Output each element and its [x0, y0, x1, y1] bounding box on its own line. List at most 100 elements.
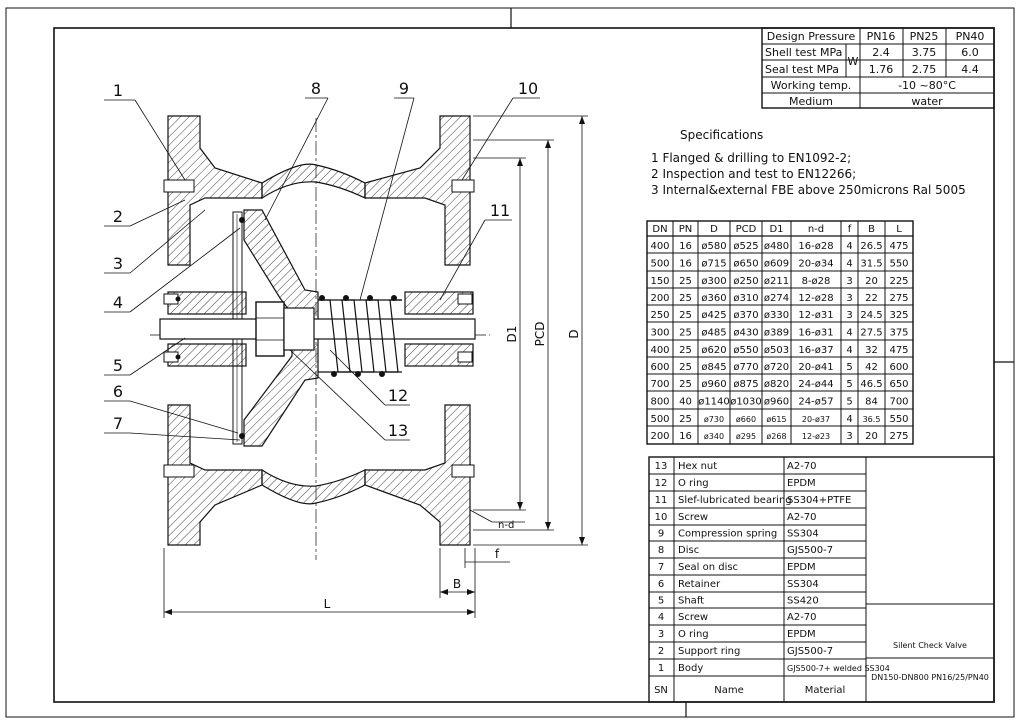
bearing-block-upper	[404, 291, 474, 315]
balloon-2: 2	[113, 207, 123, 226]
dim-table-cell: 24-ø44	[798, 379, 833, 390]
parts-row-sn: 11	[655, 495, 668, 506]
dim-table-cell: 500	[650, 414, 669, 425]
dim-table-cell: 20	[865, 276, 878, 287]
specifications-block: Specifications 1 Flanged & drilling to E…	[651, 128, 966, 197]
parts-row-sn: 8	[658, 545, 664, 556]
parts-row-name: Screw	[678, 612, 708, 623]
parts-row-name: Shaft	[678, 596, 704, 607]
dim-table-cell: 25	[679, 276, 692, 287]
sheet-frame	[5, 7, 1015, 718]
pressure-table: Design Pressure PN16 PN25 PN40 Shell tes…	[761, 27, 995, 109]
dim-table-cell: ø845	[701, 362, 726, 373]
balloon-12: 12	[388, 386, 408, 405]
dim-table-cell: 20-ø37	[802, 415, 830, 424]
body-bottom-wall	[261, 468, 366, 505]
dim-table-cell: 4	[846, 345, 852, 356]
dim-table-cell: 22	[865, 293, 878, 304]
parts-row-sn: 12	[655, 478, 668, 489]
dim-table-cell: ø609	[764, 259, 789, 270]
parts-row-material: EPDM	[787, 562, 816, 573]
dim-table-cell: 200	[650, 293, 669, 304]
dim-table-cell: ø615	[766, 415, 786, 424]
dim-table-cell: 700	[650, 379, 669, 390]
parts-row-sn: 7	[658, 562, 664, 573]
dim-table-cell: 4	[846, 414, 852, 425]
dim-table-cell: 5	[846, 362, 852, 373]
parts-row-name: O ring	[678, 478, 709, 489]
parts-row-material: A2-70	[787, 612, 817, 623]
parts-row-material: SS304	[787, 529, 819, 540]
dim-table-cell: ø715	[701, 259, 726, 270]
balloon-7: 7	[113, 414, 123, 433]
parts-row-sn: 13	[655, 461, 668, 472]
balloon-10: 10	[518, 79, 538, 98]
parts-row-name: Retainer	[678, 579, 721, 590]
spec-title: Specifications	[680, 128, 763, 142]
dim-table-cell: ø960	[701, 379, 726, 390]
dim-table-cell: 475	[889, 241, 908, 252]
dim-table-cell: 16	[679, 259, 692, 270]
dim-label-pcd: PCD	[533, 322, 547, 347]
dim-table-cell: 700	[889, 397, 908, 408]
pt-row-shell-pn25: 3.75	[912, 46, 937, 59]
dim-table-cell: 8-ø28	[802, 276, 831, 287]
dim-table-cell: ø720	[764, 362, 789, 373]
dim-table-header: DN	[652, 224, 667, 235]
support-ring-lower	[167, 343, 247, 367]
balloon-13: 13	[388, 421, 408, 440]
dim-table-cell: 500	[650, 259, 669, 270]
dim-table-cell: 16	[679, 241, 692, 252]
dim-table-cell: 25	[679, 414, 692, 425]
dim-label-f: f	[495, 547, 500, 561]
dim-table-cell: ø370	[733, 310, 758, 321]
dim-label-l: L	[324, 597, 331, 611]
dim-table-cell: 400	[650, 241, 669, 252]
pt-medium-value: water	[911, 95, 943, 108]
parts-row-material: EPDM	[787, 629, 816, 640]
pt-working-temp-value: -10 ~80°C	[898, 79, 956, 92]
dim-table-cell: 25	[679, 362, 692, 373]
parts-row-material: SS420	[787, 596, 819, 607]
balloon-4: 4	[113, 293, 123, 312]
pt-working-temp-label: Working temp.	[771, 79, 852, 92]
dim-table-cell: 16-ø28	[798, 241, 833, 252]
dim-table-cell: ø340	[704, 432, 724, 441]
dim-table-header: D	[710, 224, 718, 235]
dim-table-cell: 25	[679, 379, 692, 390]
dim-table-cell: ø1030	[730, 397, 762, 408]
dim-table-cell: 3	[846, 431, 852, 442]
dim-table-cell: 25	[679, 328, 692, 339]
pt-header-design-pressure: Design Pressure	[767, 30, 856, 43]
dim-table-cell: 475	[889, 345, 908, 356]
dim-table-cell: ø960	[764, 397, 789, 408]
dim-table-cell: 16-ø31	[798, 328, 833, 339]
dim-table-cell: 36.5	[863, 415, 881, 424]
parts-row-name: Slef-lubricated bearing	[678, 495, 792, 506]
dim-table-cell: ø360	[701, 293, 726, 304]
dim-table-cell: 4	[846, 241, 852, 252]
dim-table-cell: ø274	[764, 293, 789, 304]
support-ring-upper	[167, 291, 247, 315]
dim-table-cell: 12-ø28	[798, 293, 833, 304]
parts-row-sn: 10	[655, 512, 668, 523]
balloon-6: 6	[113, 382, 123, 401]
dim-table-cell: 26.5	[860, 241, 882, 252]
dim-table-cell: 3	[846, 276, 852, 287]
dim-table-cell: ø875	[733, 379, 758, 390]
dim-table-cell: 150	[650, 276, 669, 287]
dim-table-cell: ø580	[701, 241, 726, 252]
dim-table-cell: 5	[846, 397, 852, 408]
pt-row-shell-pn40: 6.0	[961, 46, 979, 59]
dim-table-cell: ø310	[733, 293, 758, 304]
parts-row-name: O ring	[678, 629, 709, 640]
dim-table-cell: ø425	[701, 310, 726, 321]
parts-row-name: Hex nut	[678, 461, 717, 472]
dim-table-cell: ø300	[701, 276, 726, 287]
dim-table-cell: ø660	[736, 415, 756, 424]
dim-table-cell: 84	[865, 397, 878, 408]
dim-table-cell: ø480	[764, 241, 789, 252]
dim-table-cell: 16	[679, 431, 692, 442]
pt-header-pn16: PN16	[867, 30, 896, 43]
